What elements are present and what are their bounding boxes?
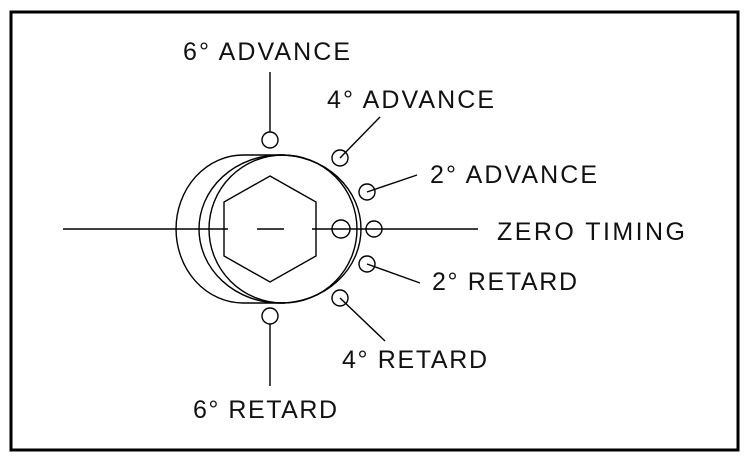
eccentric-cam [175,154,362,304]
label-6-advance: 6° ADVANCE [183,38,350,66]
label-4-retard: 4° RETARD [342,346,487,374]
label-2-advance: 2° ADVANCE [430,161,597,189]
mark-6-retard [261,307,279,325]
mark-4-retard [331,289,349,307]
label-6-retard: 6° RETARD [193,396,337,424]
diagram-border [9,10,740,452]
leader-lines [269,72,421,386]
label-zero-timing: ZERO TIMING [497,218,685,246]
mark-6-advance [261,131,279,149]
mark-zero [365,220,383,238]
hex-bolt-head [223,175,317,283]
mark-4-advance [331,149,349,167]
timing-marks [261,131,383,325]
outer-cam-arc [175,154,244,304]
inner-cam-circle [208,154,358,304]
mark-2-retard [358,255,376,273]
mark-2-advance [358,183,376,201]
label-2-retard: 2° RETARD [432,268,577,296]
label-4-advance: 4° ADVANCE [327,86,494,114]
mark-zero-inner [331,219,351,239]
